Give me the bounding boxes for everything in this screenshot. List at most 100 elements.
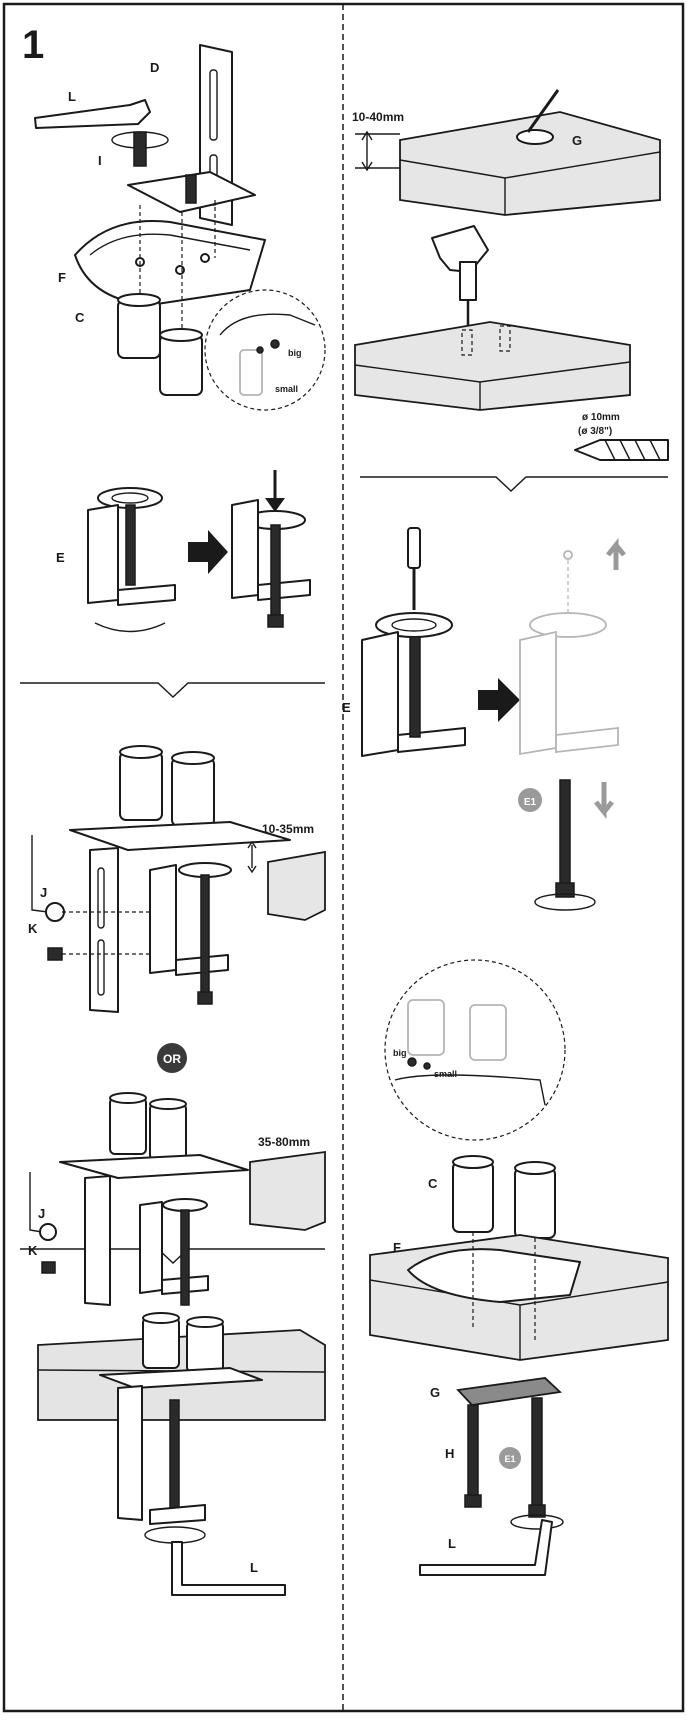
post-c-right-1-top — [452, 1155, 494, 1169]
clamp-e2-screw — [270, 524, 281, 621]
post-c-1-top — [117, 293, 161, 307]
desk-thickness-grommet: 10-40mm — [352, 110, 404, 124]
bracket-plate-short — [69, 821, 291, 851]
clamp-e-screw — [125, 504, 136, 586]
base-plate-hole-2 — [175, 265, 185, 275]
detail-post-ghost-2 — [469, 1004, 507, 1061]
screwdriver-handle — [407, 527, 421, 569]
panel-base-plate-assembly: L D I F C big — [34, 44, 326, 411]
clamp-range-short: 10-35mm — [262, 822, 314, 836]
or-badge-text: OR — [163, 1052, 181, 1066]
detail-label-small-right: small — [434, 1069, 457, 1079]
ghost-arrow-down — [594, 782, 614, 820]
clamp-range-long: 35-80mm — [258, 1135, 310, 1149]
label-l-bottom-right: L — [448, 1536, 456, 1551]
clamp-e2-foot — [257, 579, 311, 601]
allen-key-l-mounted — [171, 1541, 286, 1596]
detail-post-ghost-1 — [407, 999, 445, 1056]
plate-d-slot-1 — [209, 69, 218, 141]
allen-key-j-long — [29, 1172, 43, 1233]
detail-right-small-screw — [423, 1062, 431, 1070]
screw-h-knob — [464, 1494, 482, 1508]
label-l-bottom-left: L — [250, 1560, 258, 1575]
drill-diameter-imperial: (ø 3/8") — [578, 426, 612, 437]
base-plate-hole-3 — [200, 253, 210, 263]
post-long-1-top — [109, 1092, 147, 1104]
clamp-screw-mounted — [169, 1399, 180, 1511]
panel-clamp-prep: E — [56, 470, 311, 633]
allen-key-l — [34, 99, 151, 129]
step-number: 1 — [22, 23, 44, 67]
detail-post-ghost — [239, 349, 263, 396]
panel-grommet-drilling: G 10-40mm ø 10mm (ø 3/8") — [352, 89, 669, 461]
detail-label-small-left: small — [275, 384, 298, 394]
plate-d-long — [84, 1175, 111, 1306]
detail-plate-right — [394, 1074, 546, 1106]
step-arrow-right — [478, 678, 520, 722]
post-mounted-1 — [142, 1317, 180, 1369]
press-arrow-head — [265, 498, 285, 512]
post-c-1 — [117, 299, 161, 359]
post-upper-1-top — [119, 745, 163, 759]
dimension-ticks-short — [247, 840, 257, 874]
clamp-e-body — [87, 504, 119, 604]
rotation-arrow-e1 — [534, 893, 596, 911]
label-c-left: C — [75, 310, 85, 325]
allen-key-j — [31, 835, 49, 913]
label-h: H — [445, 1446, 454, 1461]
label-g-right: G — [430, 1385, 440, 1400]
panel-clamp-long: J K 35-80mm — [28, 1092, 326, 1306]
clamp-foot-mounted — [149, 1504, 206, 1525]
drill-bit-callout — [574, 439, 669, 461]
clamp-e-right-disc-inner — [391, 618, 437, 632]
clamp-e2-knob — [267, 614, 284, 628]
post-mounted-1-top — [142, 1312, 180, 1324]
badge-e1-upper-text: E1 — [524, 797, 537, 808]
allen-key-l-right — [419, 1519, 553, 1576]
clamp-e-long-screw — [180, 1209, 190, 1306]
step-arrow-left — [188, 530, 228, 574]
label-e-left: E — [56, 550, 65, 565]
detail-screw-big — [270, 339, 280, 349]
screw-e1-right-knob — [528, 1504, 546, 1518]
panel-grommet-mount: big small C F G H E1 L — [369, 959, 669, 1576]
ghost-clamp-body — [519, 630, 557, 756]
post-c-right-1 — [452, 1161, 494, 1233]
label-f-right: F — [393, 1240, 401, 1255]
screw-j-rotation — [45, 902, 65, 922]
post-mounted-2 — [186, 1321, 224, 1373]
bracket-plate-long — [59, 1154, 249, 1179]
screw-k-long — [41, 1261, 56, 1274]
drill-hole-2 — [499, 325, 511, 352]
ghost-screw-top — [563, 550, 573, 560]
desk-edge-long — [249, 1150, 326, 1231]
post-c-right-2-top — [514, 1161, 556, 1175]
step-separator-left-1 — [20, 682, 325, 698]
badge-e1-upper — [518, 788, 542, 812]
desk-edge-short — [267, 850, 326, 921]
screw-j-long-rotation — [39, 1223, 57, 1241]
post-c-2 — [159, 334, 203, 396]
label-g-top: G — [572, 133, 582, 148]
or-badge: OR — [157, 1043, 187, 1073]
label-j-short: J — [40, 885, 47, 900]
drill-diameter-metric: ø 10mm — [582, 412, 620, 423]
plate-d-short-slot-2 — [97, 939, 105, 996]
post-upper-2-top — [171, 751, 215, 765]
detail-label-big-right: big — [393, 1048, 407, 1058]
badge-e1-lower — [499, 1447, 521, 1469]
base-plate-f-inner — [89, 233, 251, 256]
bracket-mounted — [99, 1367, 263, 1389]
rotation-arrow-e — [94, 622, 166, 633]
clamp-e-short-screw — [200, 874, 210, 996]
bracket-screw — [185, 174, 197, 204]
detail-magnifier-left — [204, 289, 326, 411]
rotation-arrow-mounted — [144, 1526, 206, 1544]
clamp-e-right-screw — [409, 636, 421, 738]
clamp-e-short-knob — [197, 991, 213, 1005]
post-long-2 — [149, 1103, 187, 1161]
label-e-right: E — [342, 700, 351, 715]
base-plate-f-right — [407, 1248, 581, 1303]
plate-g-right — [456, 1377, 562, 1406]
